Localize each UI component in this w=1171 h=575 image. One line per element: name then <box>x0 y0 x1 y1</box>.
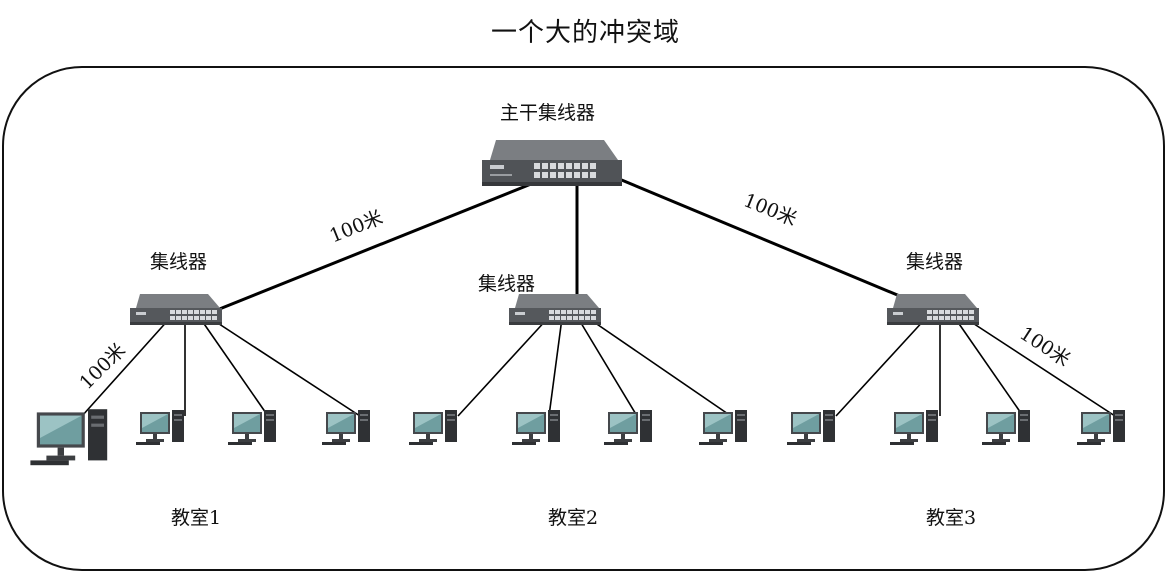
backbone-link-left <box>211 172 557 314</box>
computer-icon <box>787 410 835 445</box>
computer-icon <box>890 410 938 445</box>
computer-icon <box>136 410 184 445</box>
hub-icon-1 <box>130 294 222 325</box>
backbone-links <box>211 172 939 314</box>
collision-domain-frame <box>2 66 1165 571</box>
computer-icon <box>1077 410 1125 445</box>
hub-label-1: 集线器 <box>150 251 208 273</box>
main-hub-label: 主干集线器 <box>500 102 596 124</box>
computer-icon <box>409 410 457 445</box>
computer-icon <box>228 410 276 445</box>
hub-icon-3 <box>887 294 979 325</box>
backbone-link-right <box>611 174 939 314</box>
computer-icon <box>604 410 652 445</box>
room-label-1: 教室1 <box>171 507 222 529</box>
hub-label-3: 集线器 <box>906 251 964 273</box>
computer-icon <box>512 410 560 445</box>
main-hub-icon <box>482 140 622 186</box>
hub-icon-2 <box>509 294 601 325</box>
computer-icon <box>699 410 747 445</box>
computer-icon <box>30 409 108 466</box>
room-label-2: 教室2 <box>548 507 599 529</box>
computer-icon <box>982 410 1030 445</box>
drop-cables <box>81 317 1116 417</box>
room-label-3: 教室3 <box>926 507 977 529</box>
hub-label-2: 集线器 <box>478 273 536 295</box>
computer-icon <box>322 410 370 445</box>
diagram-title: 一个大的冲突域 <box>490 18 680 48</box>
